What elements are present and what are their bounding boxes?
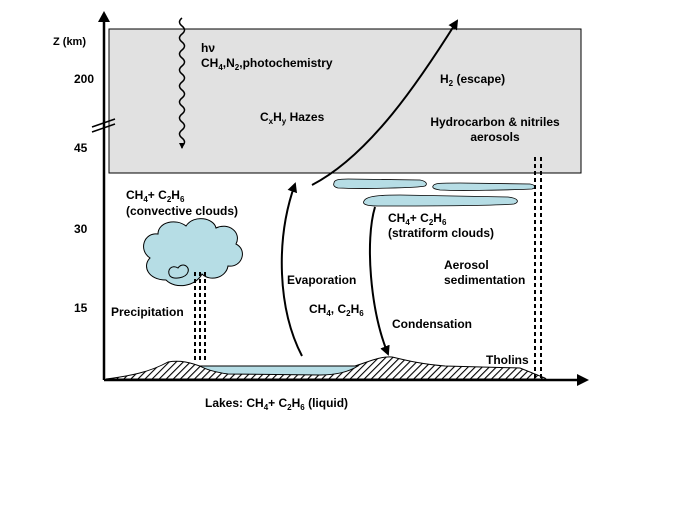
condensation-arrow (368, 206, 390, 356)
hazes-label: CxHy Hazes (260, 110, 325, 126)
convective-species-label: CH4+ C2H6 (126, 188, 185, 204)
axis-break-icon (91, 118, 116, 133)
aerosol-sedimentation-label-line2: sedimentation (444, 273, 526, 287)
photon-label: hν (201, 41, 216, 55)
convective-clouds-label: (convective clouds) (126, 204, 239, 218)
y-axis-arrowhead (98, 11, 110, 22)
convective-cloud (143, 218, 243, 287)
stratiform-cloud-3 (363, 194, 518, 207)
tick-label-200: 200 (74, 72, 95, 86)
y-axis-label: Z (km) (53, 36, 86, 48)
cloud-puff (168, 264, 189, 279)
stratiform-species-label: CH4+ C2H6 (388, 211, 447, 227)
aerosols-label-line2: aerosols (470, 130, 520, 144)
lake (198, 365, 360, 376)
precipitation-streaks (194, 272, 206, 362)
tick-label-45: 45 (74, 141, 88, 155)
aerosol-sedimentation-streaks (534, 157, 542, 378)
aerosol-sedimentation-label-line1: Aerosol (444, 258, 489, 272)
evaporation-label: Evaporation (287, 273, 357, 287)
evaporation-species-label: CH4, C2H6 (309, 302, 364, 318)
lakes-label: Lakes: CH4+ C2H6 (liquid) (205, 396, 349, 412)
stratiform-cloud-2 (432, 182, 536, 191)
h2-escape-label: H2 (escape) (440, 72, 506, 88)
tick-label-30: 30 (74, 222, 88, 236)
upper-atmosphere-box (108, 28, 582, 174)
evaporation-arrow (280, 182, 303, 357)
x-axis-arrowhead (577, 374, 589, 386)
tick-label-15: 15 (74, 301, 88, 315)
tholins-label: Tholins (486, 353, 529, 367)
stratiform-cloud-1 (333, 178, 427, 189)
condensation-label: Condensation (392, 317, 472, 331)
aerosols-label-line1: Hydrocarbon & nitriles (430, 115, 560, 129)
precipitation-label: Precipitation (111, 305, 184, 319)
photochemistry-label: CH4,N2,photochemistry (201, 56, 333, 72)
escape-arrow (311, 19, 459, 186)
photon-wavy-arrow (178, 17, 186, 149)
stratiform-clouds-label: (stratiform clouds) (388, 226, 495, 240)
